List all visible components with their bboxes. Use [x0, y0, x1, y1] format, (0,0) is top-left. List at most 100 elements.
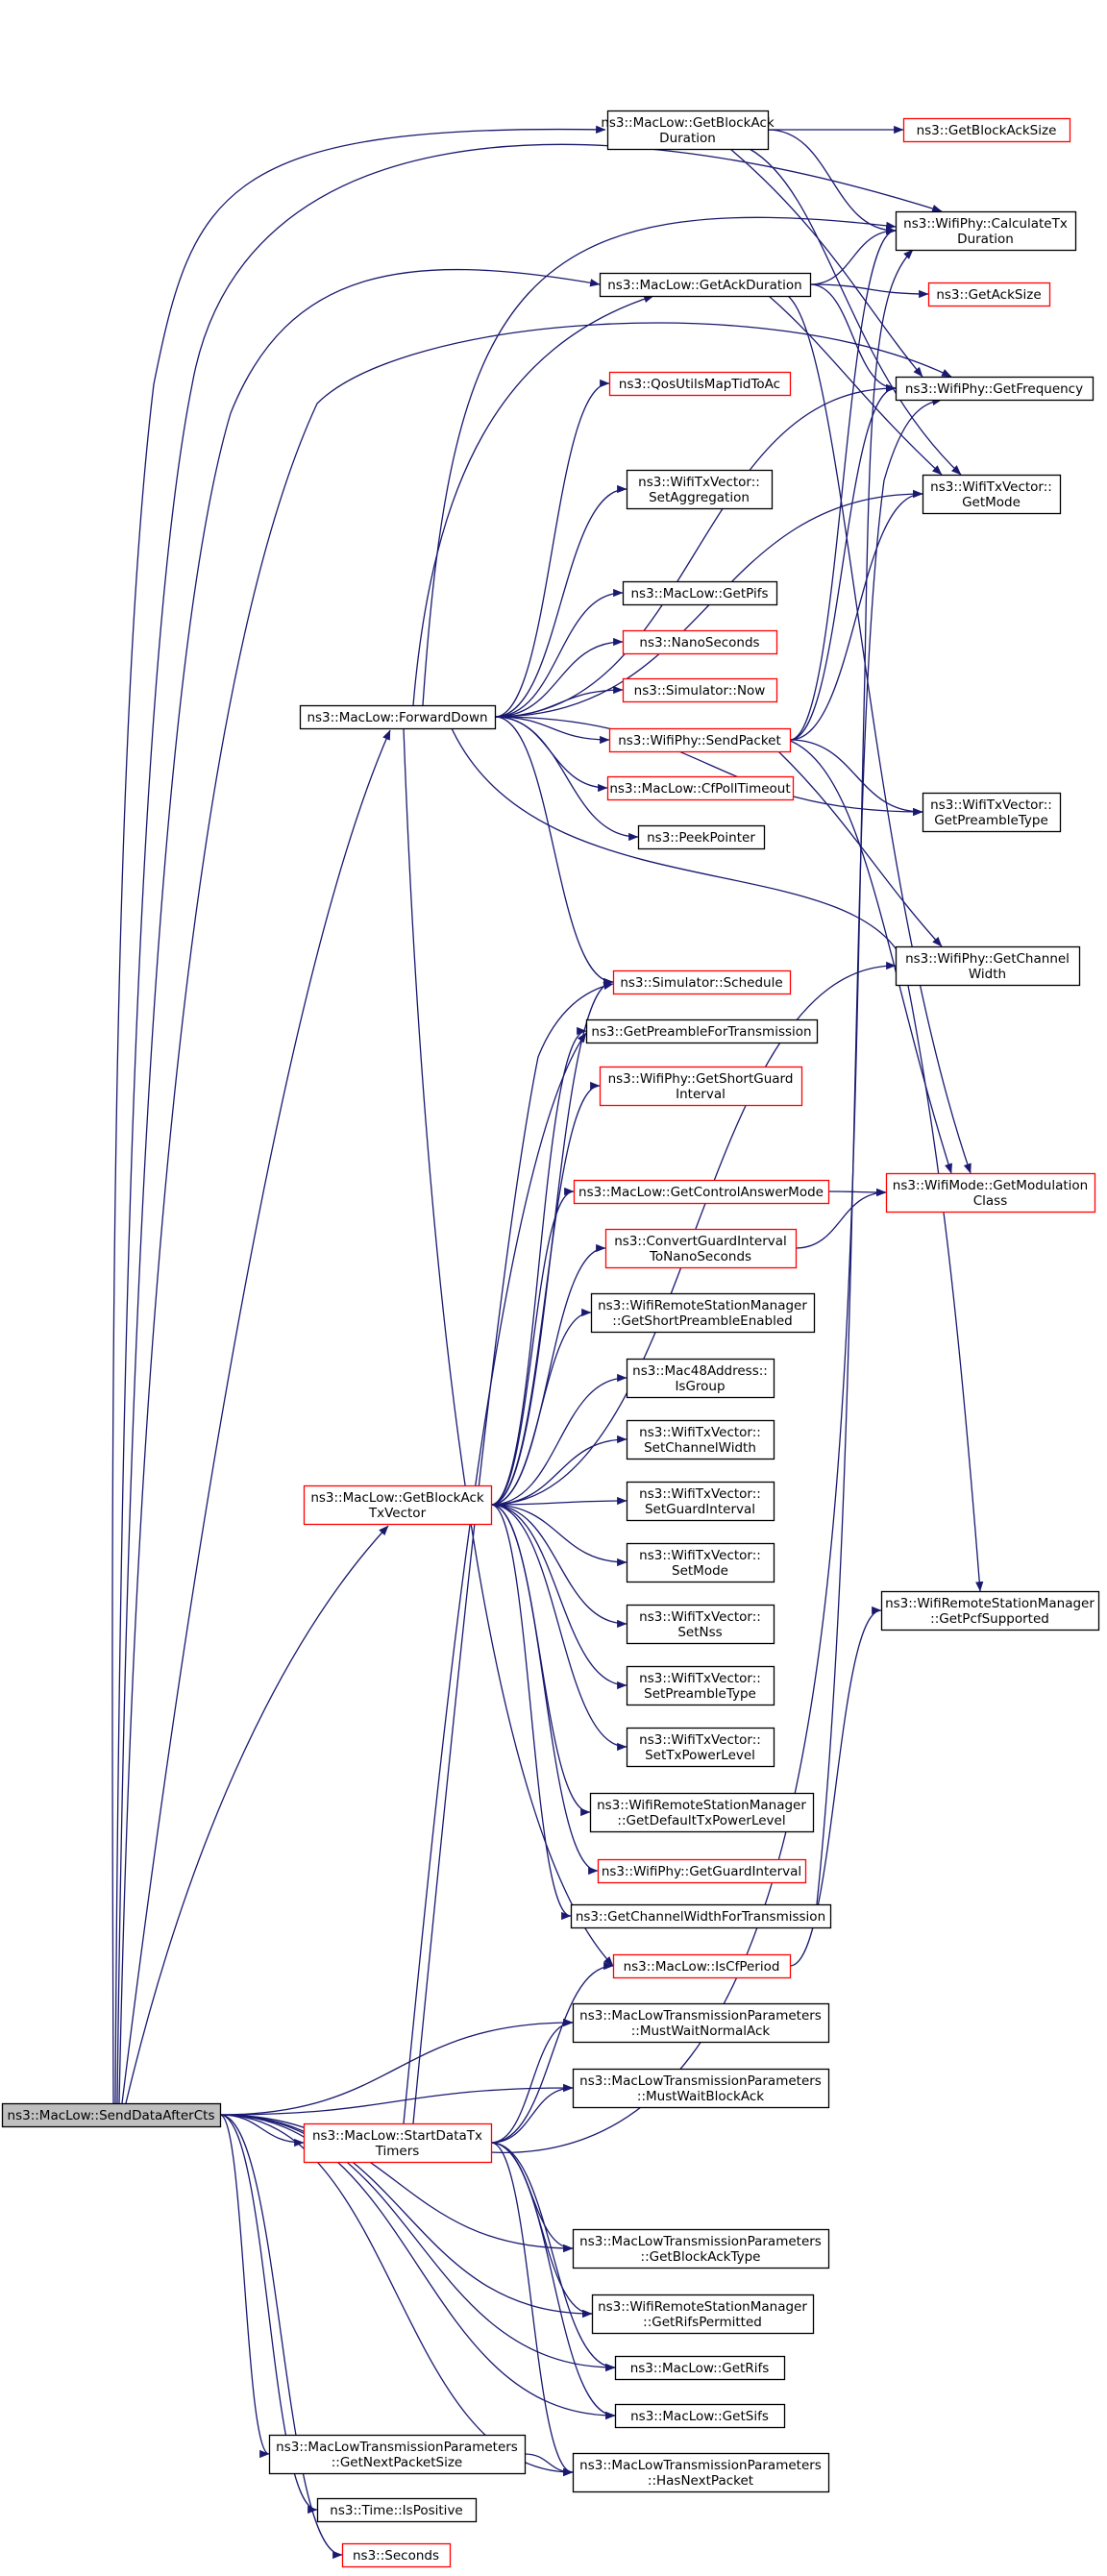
- function-node-seconds[interactable]: ns3::Seconds: [341, 2542, 452, 2568]
- function-node-gas[interactable]: ns3::GetAckSize: [927, 282, 1051, 307]
- node-label: SetAggregation: [649, 490, 750, 505]
- call-edge: [490, 1504, 599, 1876]
- function-node-gpcf[interactable]: ns3::WifiRemoteStationManager::GetPcfSup…: [880, 1590, 1100, 1631]
- node-box: [626, 1419, 775, 1460]
- function-node-sched[interactable]: ns3::Simulator::Schedule: [612, 969, 792, 995]
- call-edge: [219, 2114, 616, 2372]
- node-box: [927, 282, 1051, 307]
- call-edge: [795, 1188, 887, 1249]
- node-box: [572, 2452, 830, 2493]
- call-edge: [219, 2114, 270, 2459]
- node-box: [880, 1590, 1100, 1631]
- node-label: ns3::MacLow::CfPollTimeout: [609, 781, 790, 797]
- function-node-gfreq[interactable]: ns3::WifiPhy::GetFrequency: [895, 376, 1095, 402]
- node-label: ns3::WifiTxVector::: [639, 1732, 761, 1748]
- node-box: [572, 2228, 830, 2269]
- node-label: ns3::MacLow::GetPifs: [630, 586, 768, 601]
- node-box: [597, 1858, 807, 1884]
- function-node-setagg[interactable]: ns3::WifiTxVector::SetAggregation: [626, 469, 774, 510]
- node-box: [573, 1179, 830, 1205]
- node-label: ns3::WifiTxVector::: [639, 1671, 761, 1686]
- call-edge: [403, 1032, 587, 2124]
- function-node-gdtpl[interactable]: ns3::WifiRemoteStationManager::GetDefaul…: [589, 1792, 815, 1833]
- function-node-gcw[interactable]: ns3::WifiPhy::GetChannelWidth: [895, 945, 1081, 987]
- node-label: ::GetBlockAckType: [641, 2249, 761, 2265]
- node-box: [1, 2102, 222, 2128]
- function-node-getpre[interactable]: ns3::WifiTxVector::GetPreambleType: [922, 792, 1062, 833]
- function-node-gnps[interactable]: ns3::MacLowTransmissionParameters::GetNe…: [268, 2434, 527, 2475]
- function-node-grp[interactable]: ns3::WifiRemoteStationManager::GetRifsPe…: [591, 2294, 815, 2335]
- function-node-ispos[interactable]: ns3::Time::IsPositive: [316, 2497, 478, 2523]
- node-label: ::GetRifsPermitted: [643, 2315, 762, 2330]
- function-node-setnss[interactable]: ns3::WifiTxVector::SetNss: [626, 1604, 775, 1645]
- function-node-gad[interactable]: ns3::MacLow::GetAckDuration: [599, 272, 812, 298]
- node-box: [585, 1018, 819, 1044]
- node-label: ns3::PeekPointer: [647, 830, 755, 846]
- function-node-grifs[interactable]: ns3::MacLow::GetRifs: [614, 2355, 786, 2381]
- function-node-settxp[interactable]: ns3::WifiTxVector::SetTxPowerLevel: [626, 1727, 775, 1768]
- node-label: ns3::QosUtilsMapTidToAc: [619, 377, 780, 392]
- node-box: [622, 629, 778, 655]
- node-label: ns3::MacLow::GetControlAnswerMode: [578, 1185, 824, 1200]
- function-node-cfpoll[interactable]: ns3::MacLow::CfPollTimeout: [606, 775, 795, 801]
- node-label: ns3::MacLowTransmissionParameters: [579, 2458, 822, 2473]
- node-label: ns3::MacLow::GetBlockAck: [601, 115, 775, 131]
- function-node-mwba[interactable]: ns3::MacLowTransmissionParameters::MustW…: [572, 2068, 830, 2109]
- function-node-getmode[interactable]: ns3::WifiTxVector::GetMode: [922, 474, 1062, 515]
- node-label: ns3::WifiTxVector::: [638, 475, 760, 490]
- call-edge: [490, 1026, 587, 1506]
- function-node-setpre[interactable]: ns3::WifiTxVector::SetPreambleType: [626, 1665, 775, 1706]
- call-edge: [494, 716, 614, 987]
- function-node-gsifs[interactable]: ns3::MacLow::GetSifs: [614, 2403, 786, 2429]
- function-node-sendpkt[interactable]: ns3::WifiPhy::SendPacket: [608, 727, 792, 753]
- function-node-nano[interactable]: ns3::NanoSeconds: [622, 629, 778, 655]
- function-node-gpft[interactable]: ns3::GetPreambleForTransmission: [585, 1018, 819, 1044]
- function-node-getpifs[interactable]: ns3::MacLow::GetPifs: [622, 580, 778, 606]
- node-box: [341, 2542, 452, 2568]
- node-label: ns3::WifiTxVector::: [930, 797, 1052, 813]
- node-label: SetPreambleType: [644, 1686, 756, 1702]
- function-node-ggi[interactable]: ns3::WifiPhy::GetGuardInterval: [597, 1858, 807, 1884]
- function-node-fwd[interactable]: ns3::MacLow::ForwardDown: [299, 704, 497, 730]
- function-node-gcam[interactable]: ns3::MacLow::GetControlAnswerMode: [573, 1179, 830, 1205]
- function-node-setmode[interactable]: ns3::WifiTxVector::SetMode: [626, 1542, 775, 1583]
- function-node-setgi[interactable]: ns3::WifiTxVector::SetGuardInterval: [626, 1481, 775, 1522]
- function-node-iscfp[interactable]: ns3::MacLow::IsCfPeriod: [612, 1953, 792, 1979]
- call-edge: [494, 685, 624, 718]
- node-label: ns3::GetAckSize: [936, 287, 1041, 303]
- call-edge: [490, 1504, 627, 1567]
- node-label: ns3::GetBlockAckSize: [917, 123, 1057, 138]
- call-edge: [219, 2114, 593, 2318]
- node-label: SetTxPowerLevel: [645, 1748, 755, 1763]
- call-edge: [729, 148, 923, 378]
- node-box: [570, 1903, 832, 1929]
- function-node-peek[interactable]: ns3::PeekPointer: [637, 824, 766, 850]
- node-box: [922, 474, 1062, 515]
- function-node-isgroup[interactable]: ns3::Mac48Address::IsGroup: [626, 1358, 775, 1399]
- node-box: [591, 2294, 815, 2335]
- function-nodes: ns3::MacLow::SendDataAfterCtsns3::MacLow…: [1, 110, 1100, 2568]
- call-edge: [490, 2142, 574, 2477]
- function-node-setcw[interactable]: ns3::WifiTxVector::SetChannelWidth: [626, 1419, 775, 1460]
- call-edge: [827, 1188, 887, 1197]
- function-node-hnp[interactable]: ns3::MacLowTransmissionParameters::HasNe…: [572, 2452, 830, 2493]
- call-edge: [451, 727, 984, 1592]
- node-label: ns3::WifiPhy::SendPacket: [618, 733, 781, 748]
- function-node-qos[interactable]: ns3::QosUtilsMapTidToAc: [608, 371, 792, 397]
- function-node-gbat[interactable]: ns3::MacLowTransmissionParameters::GetBl…: [572, 2228, 830, 2269]
- node-box: [626, 469, 774, 510]
- function-node-gbas[interactable]: ns3::GetBlockAckSize: [902, 117, 1071, 143]
- function-node-simnow[interactable]: ns3::Simulator::Now: [622, 677, 778, 703]
- function-node-mwna[interactable]: ns3::MacLowTransmissionParameters::MustW…: [572, 2002, 830, 2044]
- function-node-gcwft[interactable]: ns3::GetChannelWidthForTransmission: [570, 1903, 832, 1929]
- node-box: [895, 945, 1081, 987]
- function-node-gspe[interactable]: ns3::WifiRemoteStationManager::GetShortP…: [590, 1292, 816, 1334]
